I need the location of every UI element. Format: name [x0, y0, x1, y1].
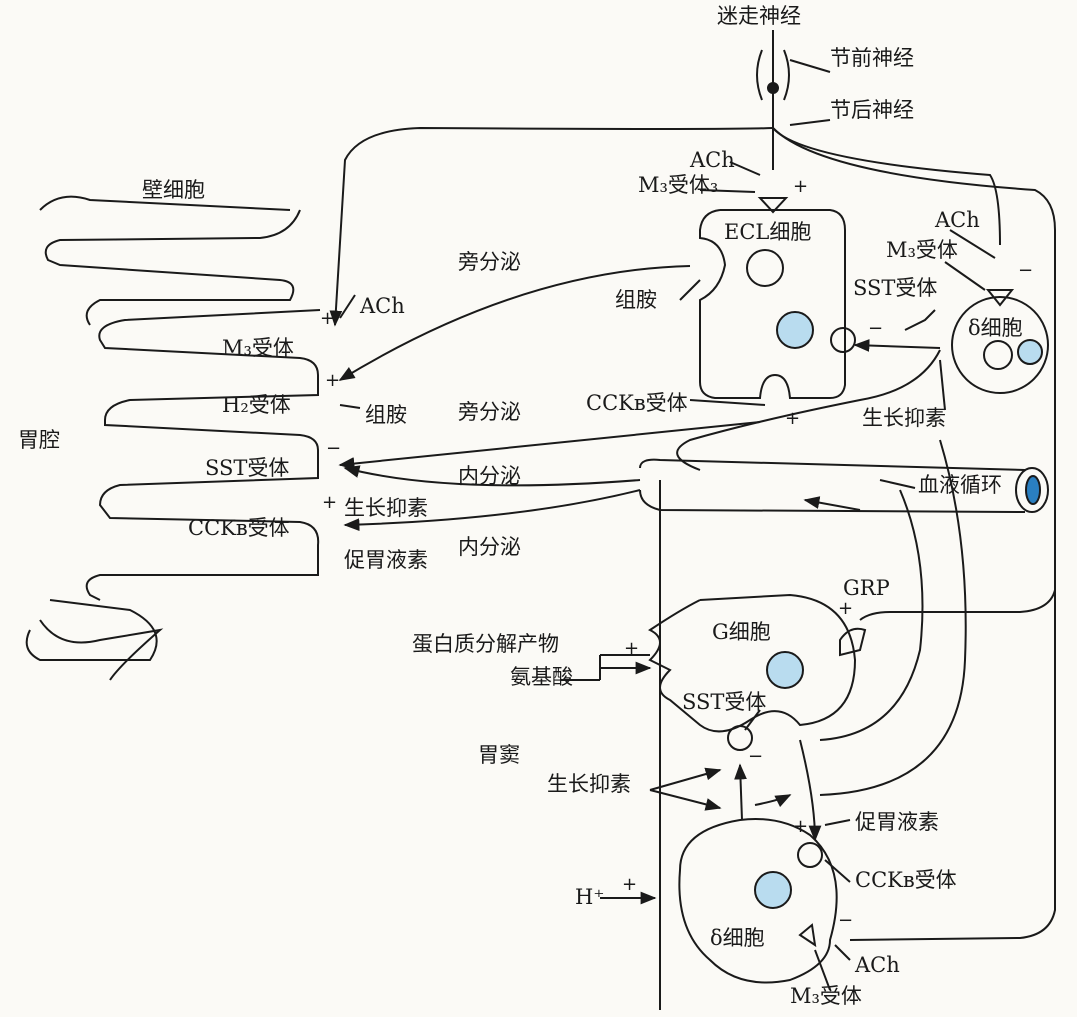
plus-sign: + [785, 408, 801, 429]
label-antrum: 胃窦 [478, 743, 520, 767]
plus-sign: + [622, 874, 638, 895]
label-ecl-cell: ECL细胞 [724, 220, 812, 244]
parietal-membrane [85, 309, 321, 601]
label-ach-parietal: ACh [360, 294, 405, 318]
label-histamine-ecl: 组胺 [615, 288, 657, 312]
label-blood: 血液循环 [918, 473, 1002, 497]
label-g-cell: G细胞 [712, 620, 771, 644]
parietal-outline [44, 209, 301, 326]
label-sst-g: SST受体 [682, 690, 767, 714]
label-grp: GRP [843, 576, 890, 600]
label-parietal-cell: 壁细胞 [142, 178, 205, 202]
label-gastrin-antrum: 促胃液素 [855, 810, 939, 834]
plus-sign: + [793, 816, 809, 837]
delta-cell-top-outline [951, 296, 1049, 394]
plus-sign: + [793, 176, 809, 197]
label-postganglionic: 节后神经 [830, 98, 914, 122]
ecl-cell-outline [699, 209, 846, 399]
label-ach-bottom: ACh [855, 953, 900, 977]
minus-sign: − [1018, 260, 1034, 281]
label-sst-ecl: SST受体 [853, 276, 938, 300]
label-cckb-parietal: CCKʙ受体 [188, 516, 290, 540]
nerve-right-branch [772, 127, 1001, 246]
plus-sign: + [838, 598, 854, 619]
label-somatostatin-top: 生长抑素 [862, 406, 946, 430]
plus-sign: + [325, 370, 341, 391]
label-delta-top: δ细胞 [968, 316, 1023, 340]
label-ach-delta: ACh [935, 208, 980, 232]
nerve-right-long [772, 127, 1056, 621]
label-h2-receptor: H₂受体 [222, 393, 291, 417]
label-endocrine-2: 内分泌 [458, 535, 521, 559]
label-m3-bottom: M₃受体 [790, 984, 862, 1008]
plus-sign: + [320, 308, 336, 329]
label-paracrine-2: 旁分泌 [458, 400, 521, 424]
label-vagus: 迷走神经 [717, 4, 801, 28]
label-h-plus: H⁺ [575, 885, 605, 909]
label-somatostatin-parietal: 生长抑素 [344, 496, 428, 520]
label-m3-ecl: M₃受体₃ [638, 173, 719, 197]
plus-sign: + [322, 492, 338, 513]
label-histamine-parietal: 组胺 [365, 403, 407, 427]
nerve-bottom [849, 590, 1056, 941]
minus-sign: − [838, 910, 854, 931]
label-somatostatin-antrum: 生长抑素 [547, 772, 631, 796]
nerve-left-branch [329, 126, 774, 327]
label-delta-bottom: δ细胞 [710, 926, 765, 950]
label-protein-products: 蛋白质分解产物 [412, 632, 559, 656]
label-sst-parietal: SST受体 [205, 456, 290, 480]
label-stomach-lumen: 胃腔 [18, 428, 60, 452]
label-m3-delta: M₃受体 [886, 238, 958, 262]
minus-sign: − [868, 318, 884, 339]
minus-sign: − [748, 746, 764, 767]
label-cckb-antrum: CCKʙ受体 [855, 868, 957, 892]
label-amino-acids: 氨基酸 [510, 665, 573, 689]
label-ach-top: ACh [690, 148, 735, 172]
minus-sign: − [326, 438, 342, 459]
label-endocrine-1: 内分泌 [458, 464, 521, 488]
label-m3-parietal: M₃受体 [222, 336, 294, 360]
label-gastrin-parietal: 促胃液素 [344, 548, 428, 572]
plus-sign: + [624, 638, 640, 659]
label-paracrine-1: 旁分泌 [458, 250, 521, 274]
label-preganglionic: 节前神经 [830, 46, 914, 70]
label-cckb-ecl: CCKʙ受体 [586, 391, 688, 415]
